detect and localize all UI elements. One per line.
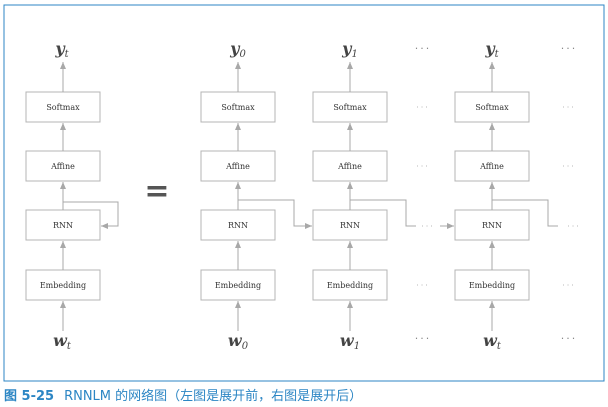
folded-output-base: y <box>54 39 66 58</box>
folded-rnn-box: RNN <box>25 209 101 241</box>
col1-softmax-box: Softmax <box>312 91 388 123</box>
ellipsis-input-end: ··· <box>561 332 578 345</box>
colt-embedding-label: Embedding <box>469 281 515 290</box>
unrolled-column-0: y0 Softmax Affine RNN Embedding w0 <box>200 39 312 352</box>
colt-softmax-label: Softmax <box>475 103 509 112</box>
col1-input-base: w <box>340 331 355 350</box>
svg-text:yt: yt <box>54 39 69 60</box>
svg-text:wt: wt <box>483 331 502 352</box>
col0-output-sub: 0 <box>239 49 246 60</box>
folded-embedding-box: Embedding <box>25 269 101 301</box>
ellipsis-output-end: ··· <box>561 42 578 55</box>
ellipsis-rnn: ··· <box>421 222 435 231</box>
svg-text:yt: yt <box>484 39 499 60</box>
figure-caption: 图 5-25 RNNLM 的网络图（左图是展开前，右图是展开后） <box>4 385 362 404</box>
colt-hidden-out-line <box>491 199 558 227</box>
colt-rnn-box: RNN <box>454 209 530 241</box>
unrolled-column-1: y1 Softmax Affine RNN Embedding w <box>312 39 454 352</box>
col0-input-label: w0 <box>228 331 249 352</box>
ellipsis-input: ··· <box>415 332 432 345</box>
col0-input-sub: 0 <box>242 341 249 352</box>
ellipsis-gap-1: ··· ··· ··· ··· ··· ··· <box>415 42 435 345</box>
col0-affine-label: Affine <box>225 162 250 171</box>
ellipsis-embedding: ··· <box>416 281 430 290</box>
folded-affine-box: Affine <box>25 150 101 182</box>
caption-number: 图 5-25 <box>4 389 55 404</box>
ellipsis-softmax: ··· <box>416 103 430 112</box>
colt-output-sub: t <box>495 49 500 60</box>
ellipsis-affine: ··· <box>416 162 430 171</box>
colt-input-sub: t <box>497 341 502 352</box>
folded-output-sub: t <box>65 49 70 60</box>
col1-output-label: y1 <box>341 39 358 60</box>
svg-text:y0: y0 <box>229 39 246 60</box>
ellipsis-softmax-end: ··· <box>562 103 576 112</box>
col0-input-base: w <box>228 331 243 350</box>
unrolled-column-t: yt Softmax Affine RNN Embedding wt <box>454 39 558 352</box>
colt-arrows <box>489 62 558 331</box>
col1-output-sub: 1 <box>351 49 357 60</box>
col1-input-label: w1 <box>340 331 360 352</box>
colt-affine-label: Affine <box>479 162 504 171</box>
col1-arrows <box>347 62 454 331</box>
colt-embedding-box: Embedding <box>454 269 530 301</box>
colt-output-base: y <box>484 39 496 58</box>
col0-to-col1-hidden-arrow <box>237 199 312 229</box>
svg-text:wt: wt <box>53 331 72 352</box>
col0-embedding-box: Embedding <box>200 269 276 301</box>
colt-input-base: w <box>483 331 498 350</box>
folded-input-sub: t <box>67 341 72 352</box>
folded-recurrent-loop-arrow <box>62 201 119 229</box>
ellipsis-embedding-end: ··· <box>562 281 576 290</box>
ellipsis-trailing: ··· ··· ··· ··· ··· ··· <box>561 42 581 345</box>
folded-rnn-label: RNN <box>53 221 73 230</box>
col1-softmax-label: Softmax <box>333 103 367 112</box>
svg-text:y1: y1 <box>341 39 358 60</box>
colt-softmax-box: Softmax <box>454 91 530 123</box>
caption-title: RNNLM 的网络图（左图是展开前，右图是展开后） <box>64 389 363 404</box>
col1-input-sub: 1 <box>354 341 360 352</box>
col1-affine-label: Affine <box>337 162 362 171</box>
col0-rnn-label: RNN <box>228 221 248 230</box>
col0-output-base: y <box>229 39 241 58</box>
colt-rnn-label: RNN <box>482 221 502 230</box>
col1-affine-box: Affine <box>312 150 388 182</box>
folded-affine-label: Affine <box>50 162 75 171</box>
col0-affine-box: Affine <box>200 150 276 182</box>
colt-affine-box: Affine <box>454 150 530 182</box>
folded-input-base: w <box>53 331 68 350</box>
col0-rnn-box: RNN <box>200 209 276 241</box>
col1-output-base: y <box>341 39 353 58</box>
col1-rnn-box: RNN <box>312 209 388 241</box>
col0-arrows <box>235 62 312 331</box>
col0-output-label: y0 <box>229 39 246 60</box>
folded-input-label: wt <box>53 331 72 352</box>
ellipsis-output: ··· <box>415 42 432 55</box>
equals-sign: = <box>144 174 169 209</box>
col0-softmax-label: Softmax <box>221 103 255 112</box>
figure-frame <box>3 4 605 382</box>
ellipsis-affine-end: ··· <box>562 162 576 171</box>
col1-hidden-out-line <box>349 199 416 227</box>
folded-softmax-label: Softmax <box>46 103 80 112</box>
colt-input-label: wt <box>483 331 502 352</box>
col0-softmax-box: Softmax <box>200 91 276 123</box>
folded-network: yt Softmax Affine RNN Embedding wt <box>25 39 119 352</box>
col1-embedding-box: Embedding <box>312 269 388 301</box>
col1-embedding-label: Embedding <box>327 281 373 290</box>
folded-embedding-label: Embedding <box>40 281 86 290</box>
folded-softmax-box: Softmax <box>25 91 101 123</box>
svg-text:w0: w0 <box>228 331 249 352</box>
folded-arrows <box>60 62 119 331</box>
ellipsis-rnn-end: ··· <box>567 222 581 231</box>
col0-embedding-label: Embedding <box>215 281 261 290</box>
colt-output-label: yt <box>484 39 499 60</box>
col1-rnn-label: RNN <box>340 221 360 230</box>
svg-text:w1: w1 <box>340 331 360 352</box>
folded-output-label: yt <box>54 39 69 60</box>
